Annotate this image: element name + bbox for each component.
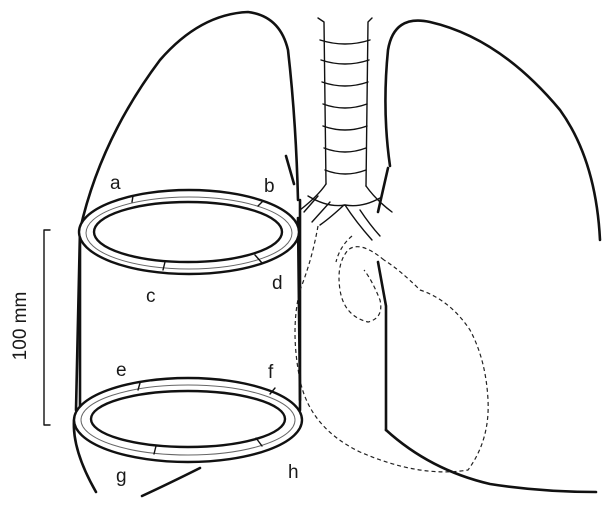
lower-ring (74, 378, 302, 462)
label-d: d (272, 273, 283, 294)
label-a: a (110, 173, 121, 194)
label-e: e (116, 360, 127, 381)
label-b: b (264, 176, 275, 197)
scale-bar (44, 230, 50, 425)
label-h: h (288, 462, 299, 483)
upper-ring (79, 190, 299, 274)
scale-bar-label: 100 mm (10, 292, 31, 361)
label-f: f (268, 362, 274, 383)
left-lung-outline (378, 21, 600, 492)
label-g: g (116, 466, 127, 487)
label-c: c (146, 286, 156, 307)
